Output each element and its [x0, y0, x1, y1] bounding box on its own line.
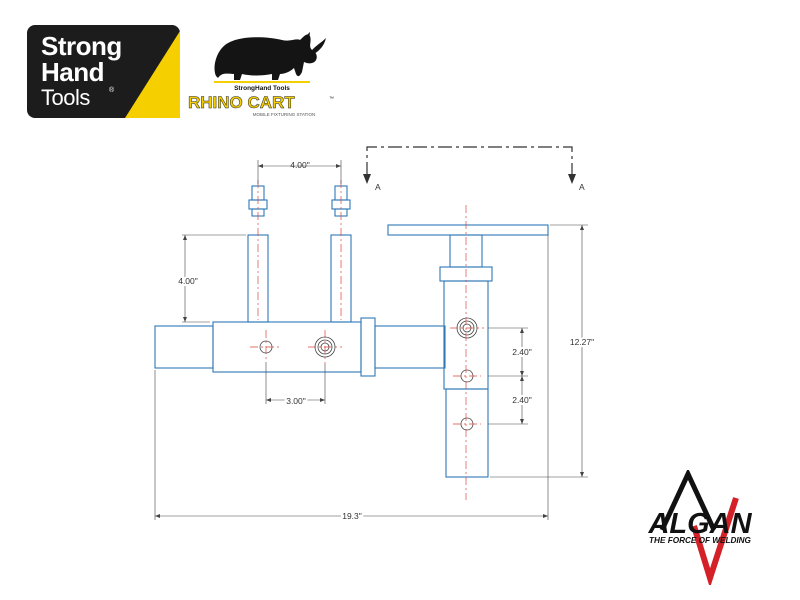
dim-overall-width: 19.3"	[342, 511, 362, 521]
arm-connector-tube	[374, 325, 446, 369]
section-label-left: A	[375, 182, 381, 192]
dimension-lines	[154, 160, 588, 520]
strong-hand-tools-logo: Strong Hand Tools ®	[27, 25, 180, 118]
rhino-brand-small: StrongHand Tools	[234, 85, 290, 92]
arm-main-block	[212, 321, 362, 373]
rhino-tm-mark: ™	[329, 96, 334, 102]
centerlines	[250, 180, 484, 500]
algan-tagline: THE FORCE OF WELDING	[649, 536, 752, 545]
rhino-cart-name: RHINO CART	[188, 93, 295, 112]
top-plate	[387, 224, 549, 236]
algan-logo: ALGAN THE FORCE OF WELDING	[620, 468, 780, 588]
part-outlines	[154, 185, 549, 478]
dimension-arrows	[155, 164, 584, 518]
dim-post-height: 4.00"	[178, 276, 198, 286]
dim-hole-spacing: 3.00"	[286, 396, 306, 406]
arm-end-tube	[154, 325, 214, 369]
dim-vertical-hole-1: 2.40"	[512, 347, 532, 357]
section-line	[363, 146, 576, 184]
strong-hand-line3: Tools	[41, 85, 90, 110]
section-label-right: A	[579, 182, 585, 192]
algan-check-icon	[691, 497, 739, 588]
strong-hand-line2: Hand	[41, 57, 105, 87]
vertical-lower-tube	[445, 388, 489, 478]
algan-logo-graphic: ALGAN THE FORCE OF WELDING	[647, 468, 753, 588]
algan-peak-icon	[659, 468, 717, 532]
rhino-cart-tagline: MOBILE FIXTURING STATION	[253, 112, 316, 117]
dim-overall-height: 12.27"	[570, 337, 594, 347]
dim-post-spacing: 4.00"	[290, 160, 310, 170]
algan-name: ALGAN	[647, 508, 752, 540]
strong-hand-line1: Strong	[41, 31, 122, 61]
registered-mark: ®	[109, 87, 114, 94]
rhino-cart-logo: StrongHand Tools RHINO CART ™ MOBILE FIX…	[186, 28, 336, 120]
arm-collar	[360, 317, 376, 377]
dim-vertical-hole-2: 2.40"	[512, 395, 532, 405]
rhino-icon: StrongHand Tools RHINO CART ™ MOBILE FIX…	[188, 32, 334, 117]
strong-hand-tools-logo-graphic	[27, 25, 180, 118]
